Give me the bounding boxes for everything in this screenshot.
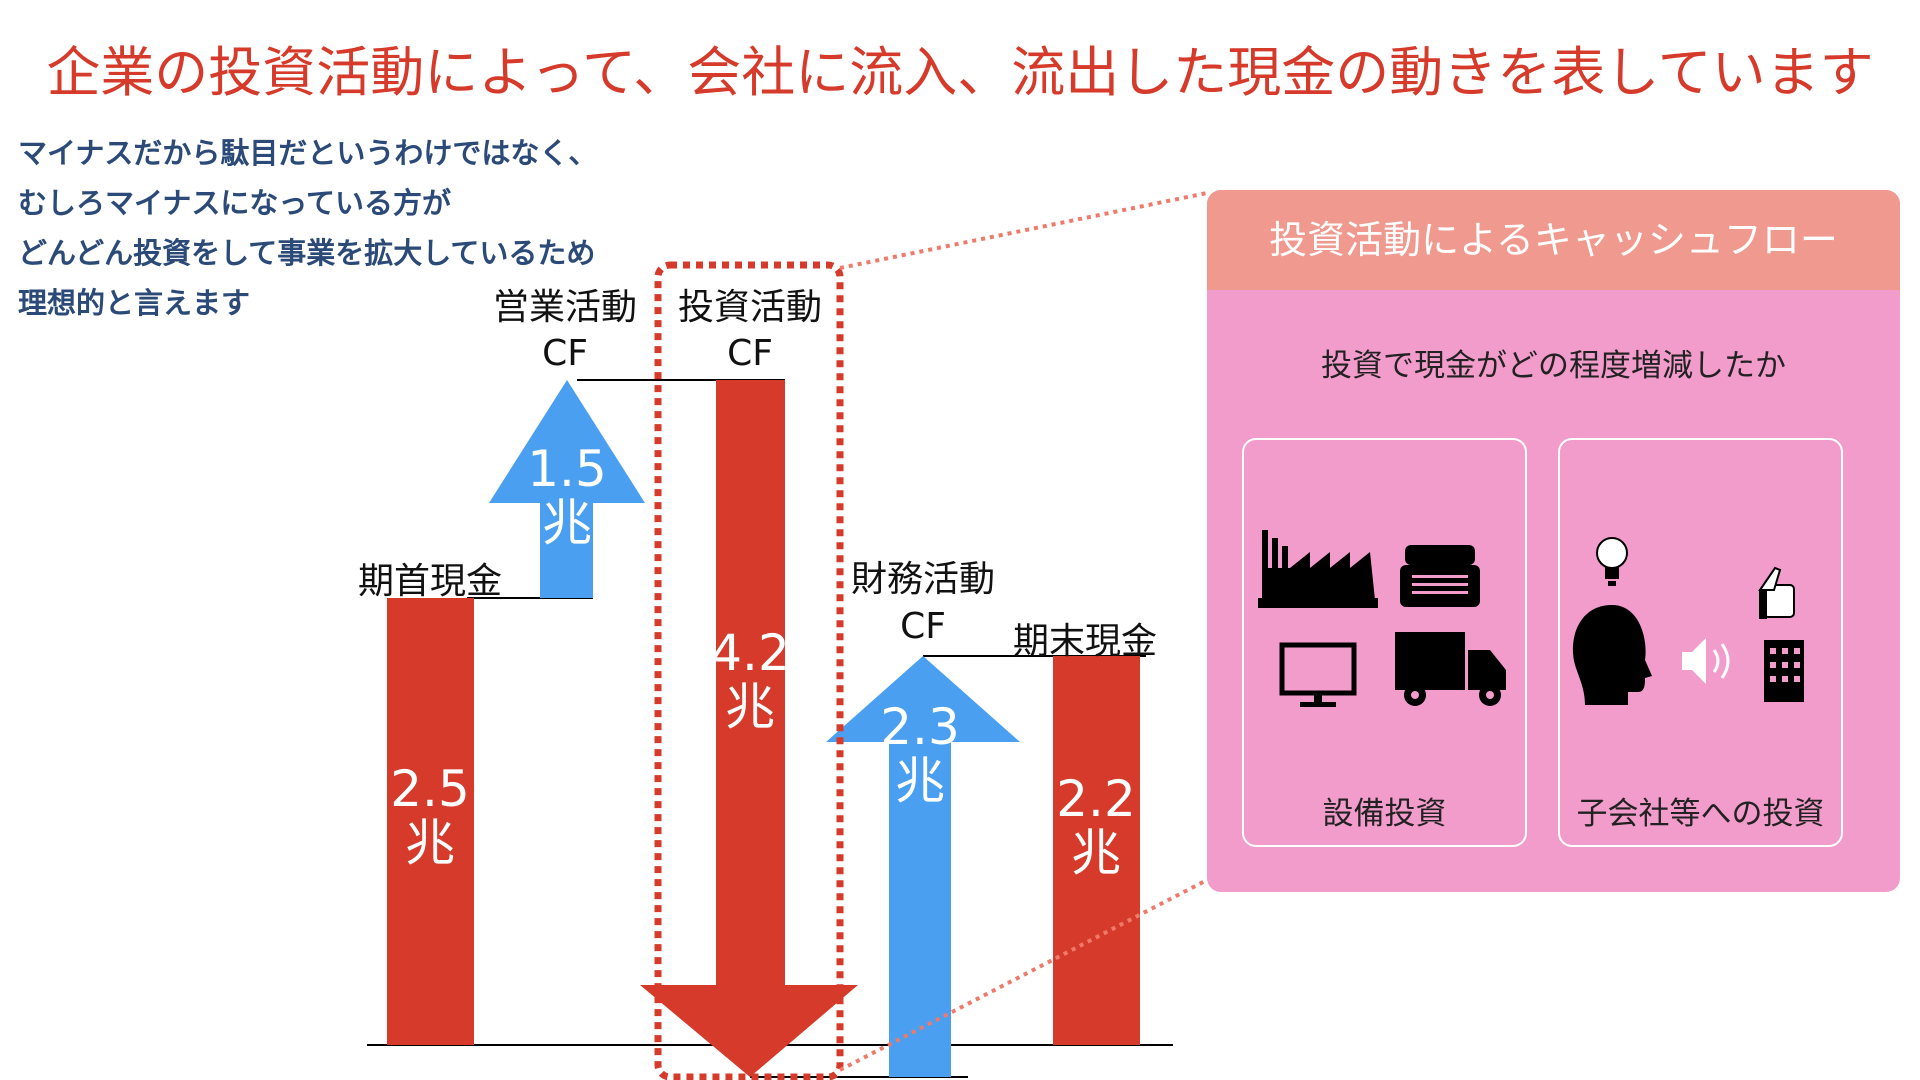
financing-cf-unit: 兆: [895, 752, 945, 810]
investing-cf-arrow: [640, 380, 858, 1077]
financing-cf-label: 財務活動: [850, 559, 995, 600]
capex-label: 設備投資: [1322, 796, 1447, 832]
lightbulb-icon: [1596, 537, 1628, 586]
financing-cf-amount: 2.3: [880, 698, 960, 756]
investing-cf-label2: CF: [727, 333, 773, 374]
truck-icon: [1395, 632, 1506, 706]
operating-cf-amount: 1.5: [527, 440, 607, 498]
financing-cf-label2: CF: [900, 606, 946, 647]
thumbs-up-icon: [1758, 566, 1795, 619]
investing-cf-panel: [1207, 190, 1900, 892]
financing-cf-arrow: [826, 656, 1020, 1077]
capex-box: [1242, 438, 1527, 847]
operating-cf-arrow: [489, 380, 645, 598]
panel-subtitle: 投資で現金がどの程度増減したか: [1321, 348, 1786, 384]
monitor-icon: [1279, 642, 1357, 707]
ending-cash-amount: 2.2: [1056, 770, 1136, 828]
note-line: どんどん投資をして事業を拡大しているため: [18, 236, 596, 270]
investing-cf-unit: 兆: [725, 678, 775, 736]
ending-cash-label: 期末現金: [1012, 621, 1157, 662]
investing-cf-value: 4.2 兆: [700, 626, 800, 734]
operating-cf-unit: 兆: [542, 494, 592, 552]
factory-icon: [1258, 530, 1378, 608]
beginning-cash-bar: [387, 598, 474, 1045]
beginning-cash-value: 2.5 兆: [380, 762, 480, 870]
beginning-cash-unit: 兆: [405, 814, 455, 872]
page-title: 企業の投資活動によって、会社に流入、流出した現金の動きを表しています: [46, 41, 1874, 104]
operating-cf-label: 営業活動: [492, 287, 637, 328]
financing-cf-value: 2.3 兆: [870, 700, 970, 808]
head-icon: [1572, 605, 1652, 705]
typewriter-icon: [1400, 545, 1480, 607]
ending-cash-unit: 兆: [1071, 824, 1121, 882]
operating-cf-label2: CF: [542, 333, 588, 374]
ending-cash-value: 2.2 兆: [1046, 772, 1146, 880]
investing-cf-label: 投資活動: [677, 287, 822, 328]
operating-cf-value: 1.5 兆: [517, 442, 617, 550]
building-icon: [1764, 640, 1804, 702]
note-line: むしろマイナスになっている方が: [18, 186, 451, 220]
beginning-cash-amount: 2.5: [390, 760, 470, 818]
subsidiary-investment-box: [1558, 438, 1843, 847]
panel-title: 投資活動によるキャッシュフロー: [1269, 218, 1838, 262]
investing-cf-amount: 4.2: [710, 624, 790, 682]
investing-highlight-box: [654, 261, 844, 1080]
speaker-icon: [1682, 638, 1730, 684]
ending-cash-bar: [1053, 656, 1140, 1045]
panel-header: [1207, 190, 1900, 290]
callout-line: [839, 878, 1208, 1072]
note-line: 理想的と言えます: [18, 286, 251, 320]
note-line: マイナスだから駄目だというわけではなく、: [18, 136, 598, 170]
explanation-note: マイナスだから駄目だというわけではなく、 むしろマイナスになっている方が どんど…: [18, 128, 597, 328]
subsidiary-investment-label: 子会社等への投資: [1576, 796, 1825, 832]
beginning-cash-label: 期首現金: [357, 561, 502, 602]
